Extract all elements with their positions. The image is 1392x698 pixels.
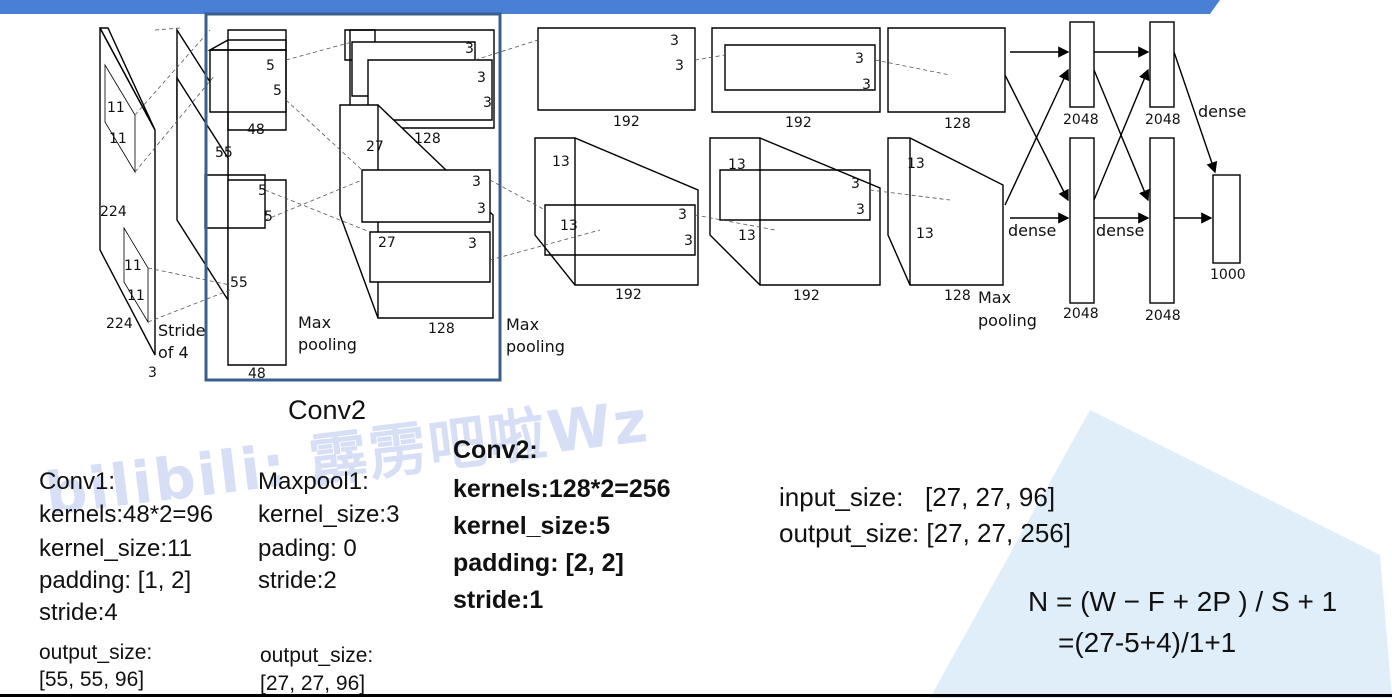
conv1-kernels: kernels:48*2=96 [39, 501, 214, 528]
conv3-volume [534, 27, 699, 286]
conv4-k-3: 3 [856, 202, 865, 218]
conv4-depth-top: 192 [785, 115, 812, 131]
stride-label-1: Stride [158, 321, 205, 340]
dense-label-1: dense [1008, 221, 1056, 240]
conv4-k-1: 3 [862, 77, 871, 93]
conv2-k-2: 3 [483, 95, 492, 111]
conv5-depth-top: 128 [944, 116, 971, 132]
conv5-pool-2: pooling [978, 311, 1037, 330]
input-size-text: input_size: [27, 27, 96] [779, 482, 1056, 512]
maxpool1-title: Maxpool1: [258, 468, 369, 495]
conv1-depth-bot: 48 [248, 366, 266, 382]
conv2-k-4: 3 [477, 201, 486, 217]
conv1-k-top1: 5 [266, 58, 275, 74]
conv2-title: Conv2: [453, 436, 538, 464]
conv2-volume [339, 29, 495, 319]
input-dim1: 224 [100, 204, 127, 220]
input-dim2: 224 [106, 316, 133, 332]
conv2-k-1: 3 [477, 70, 486, 86]
conv3-k-1: 3 [675, 58, 684, 74]
conv4-k-2: 3 [851, 176, 860, 192]
conv5-size-a: 13 [907, 156, 925, 172]
maxpool1-stride: stride:2 [258, 567, 337, 594]
box-caption: Conv2 [288, 395, 367, 425]
conv1-stride: stride:4 [39, 599, 118, 626]
conv3-depth-top: 192 [613, 114, 640, 130]
conv3-k-2: 3 [678, 207, 687, 223]
fc7-top-label: 2048 [1145, 112, 1181, 128]
formula-line-2: =(27-5+4)/1+1 [1058, 627, 1237, 658]
conv2-depth-bot: 128 [428, 321, 455, 337]
conv2-size: 27 [366, 139, 384, 155]
input-k2: 11 [109, 131, 127, 147]
conv3-depth-bot: 192 [615, 287, 642, 303]
conv2-stride: stride:1 [453, 586, 544, 614]
maxpool1-output-label: output_size: [260, 644, 374, 667]
conv2-k-5: 3 [468, 236, 477, 252]
conv5-volume [887, 27, 1006, 286]
conv1-k-bot2: 5 [264, 209, 273, 225]
input-k1: 11 [107, 100, 125, 116]
conv1-depth-top: 48 [247, 122, 265, 138]
conv1-size1: 55 [215, 145, 233, 161]
formula-line-1: N = (W − F + 2P ) / S + 1 [1028, 586, 1338, 617]
conv2-pool-2: pooling [506, 337, 565, 356]
conv1-pool-1: Max [298, 313, 331, 332]
fc7-bot-label: 2048 [1145, 308, 1181, 324]
conv2-depth-top: 128 [414, 131, 441, 147]
conv1-output-value: [55, 55, 96] [39, 668, 145, 691]
conv1-size2: 55 [230, 275, 248, 291]
conv4-size: 13 [728, 157, 746, 173]
conv1-k-top2: 5 [273, 83, 282, 99]
conv4-depth-bot: 192 [793, 288, 820, 304]
top-banner-bar [0, 0, 1220, 14]
conv1-kernel-size: kernel_size:11 [39, 535, 192, 562]
conv1-volume [176, 27, 287, 366]
conv1-padding: padding: [1, 2] [39, 567, 192, 594]
conv4-size-b: 13 [738, 228, 756, 244]
bottom-divider [0, 694, 1392, 697]
conv5-size-b: 13 [916, 226, 934, 242]
conv2-kernels: kernels:128*2=256 [453, 475, 671, 503]
conv1-output-label: output_size: [39, 641, 153, 664]
conv5-depth-bot: 128 [944, 288, 971, 304]
conv4-k-0: 3 [855, 51, 864, 67]
conv3-k-0: 3 [670, 33, 679, 49]
conv2-padding: padding: [2, 2] [453, 549, 624, 577]
dense-label-2: dense [1096, 221, 1144, 240]
conv2-highlight-box [204, 12, 502, 382]
conv1-title: Conv1: [39, 468, 116, 495]
output-label: 1000 [1210, 267, 1246, 283]
fc6-top-label: 2048 [1063, 112, 1099, 128]
input-volume [98, 27, 156, 356]
conv2-kernel-size: kernel_size:5 [453, 512, 611, 540]
conv1-k-bot1: 5 [258, 183, 267, 199]
maxpool1-output-value: [27, 27, 96] [260, 672, 366, 695]
dense-label-3: dense [1198, 102, 1246, 121]
input-channels: 3 [148, 365, 157, 381]
maxpool1-kernel-size: kernel_size:3 [258, 501, 400, 528]
conv3-size-t: 13 [552, 154, 570, 170]
stride-label-2: of 4 [158, 343, 189, 362]
output-size-text: output_size: [27, 27, 256] [779, 518, 1071, 548]
fc6-bot-label: 2048 [1063, 306, 1099, 322]
conv4-volume [709, 27, 881, 286]
fc-layers [1004, 21, 1241, 304]
conv2-size-b: 27 [378, 235, 396, 251]
conv2-k-3: 3 [472, 174, 481, 190]
input-k3: 11 [124, 258, 142, 274]
conv2-k-0: 3 [465, 41, 474, 57]
conv3-size-b: 13 [560, 218, 578, 234]
conv5-pool-1: Max [978, 288, 1011, 307]
alexnet-diagram: 11 11 224 11 11 224 3 Stride of 4 5 5 48… [98, 12, 1246, 382]
conv2-pool-1: Max [506, 315, 539, 334]
conv1-pool-2: pooling [298, 335, 357, 354]
maxpool1-padding: pading: 0 [258, 535, 357, 562]
conv3-k-3: 3 [684, 233, 693, 249]
input-k4: 11 [127, 288, 145, 304]
